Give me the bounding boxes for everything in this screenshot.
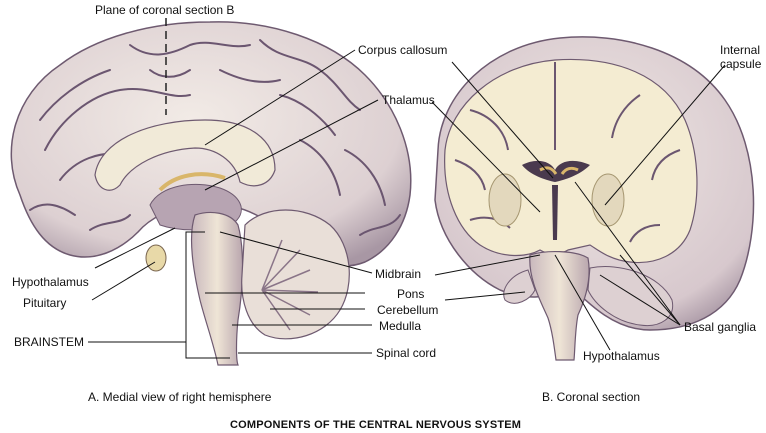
brainstem-bracket	[185, 231, 230, 359]
pituitary-gland	[145, 244, 167, 272]
figure-title: COMPONENTS OF THE CENTRAL NERVOUS SYSTEM	[230, 419, 522, 431]
corpus-callosum-a	[94, 119, 276, 191]
label-brainstem: BRAINSTEM	[14, 335, 85, 349]
cerebellum-b	[587, 266, 674, 327]
label-hypothalamus-b: Hypothalamus	[583, 349, 660, 363]
cerebellum-a	[241, 209, 350, 340]
label-spinal-cord: Spinal cord	[376, 346, 437, 360]
caption-panel-b: B. Coronal section	[542, 390, 641, 404]
label-basal-ganglia: Basal ganglia	[684, 320, 757, 334]
leader-lines-b	[431, 61, 726, 351]
label-thalamus: Thalamus	[382, 93, 435, 107]
arbor-vitae	[261, 239, 319, 331]
label-plane-of-section: Plane of coronal section B	[95, 3, 235, 17]
medial-view-illustration	[10, 18, 412, 366]
coronal-section-illustration	[434, 36, 755, 361]
leader-lines-a	[88, 49, 379, 354]
label-cerebellum: Cerebellum	[377, 303, 439, 317]
coronal-sulci	[454, 62, 681, 243]
label-medulla: Medulla	[379, 319, 422, 333]
label-pons: Pons	[397, 287, 425, 301]
basal-ganglia-right	[591, 173, 625, 227]
label-internal-capsule-2: capsule	[720, 57, 762, 71]
third-ventricle	[552, 185, 558, 240]
label-pituitary: Pituitary	[23, 296, 67, 310]
label-midbrain: Midbrain	[375, 267, 422, 281]
label-corpus-callosum: Corpus callosum	[358, 43, 448, 57]
brainstem-b	[529, 251, 590, 361]
label-hypothalamus-a: Hypothalamus	[12, 275, 89, 289]
label-internal-capsule-1: Internal	[720, 43, 761, 57]
lateral-ventricles	[522, 160, 590, 182]
brainstem-a	[191, 211, 244, 366]
basal-ganglia-left	[488, 173, 522, 227]
caption-panel-a: A. Medial view of right hemisphere	[88, 390, 272, 404]
